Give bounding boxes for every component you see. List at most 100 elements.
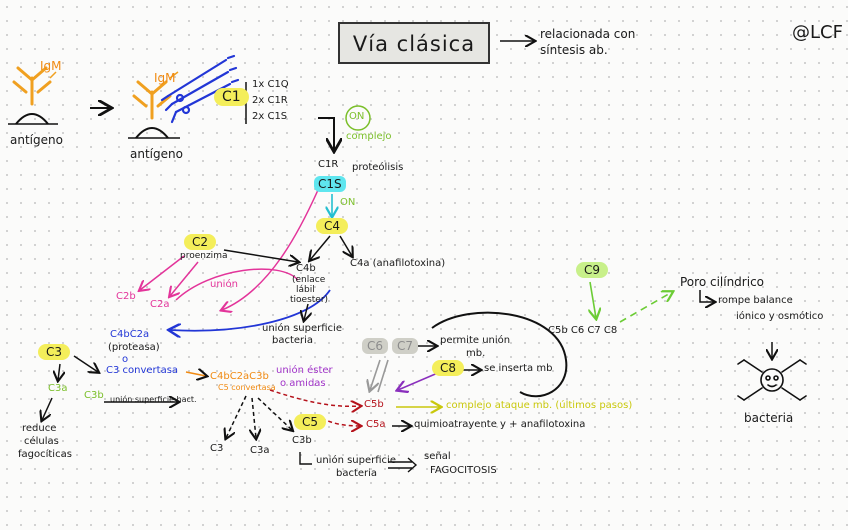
c8-label: C8 bbox=[432, 360, 465, 376]
union-ester-2: o amidas bbox=[280, 378, 326, 389]
arrow-c5-to-lower-c3a bbox=[252, 397, 256, 438]
author-tag: @LCF bbox=[792, 22, 843, 43]
arrow-c5-to-c5a bbox=[321, 417, 360, 426]
arrow-c6c7-to-c5b bbox=[370, 359, 381, 390]
title-box: Vía clásica bbox=[338, 22, 490, 64]
mac-label: C5b C6 C7 C8 bbox=[548, 325, 618, 336]
c4b-note-1: (enlace bbox=[292, 275, 326, 285]
arrow-c1s-to-c2 bbox=[222, 189, 319, 310]
c4a-label: C4a (anafilotoxina) bbox=[350, 258, 446, 269]
complejo-ataque-label: complejo ataque mb. (últimos pasos) bbox=[446, 400, 633, 411]
rompe-1: rompe balance bbox=[718, 295, 793, 306]
title-note-1: relacionada con bbox=[540, 27, 636, 41]
arrow-c2-to-c4b bbox=[223, 249, 298, 262]
arrow-c5-to-c5b bbox=[269, 389, 360, 406]
c3-convertasa-label: C3 convertasa bbox=[106, 365, 179, 376]
c4bc2a-label: C4bC2a bbox=[110, 329, 150, 340]
lower-c3a-label: C3a bbox=[250, 445, 270, 456]
arrow-c4-to-c4a bbox=[339, 235, 352, 256]
c5-label: C5 bbox=[294, 414, 327, 430]
union-ester-1: unión éster bbox=[276, 365, 333, 376]
union-label: unión bbox=[210, 279, 238, 290]
lower-c3b-label: C3b bbox=[292, 435, 312, 446]
igm-label-mid: IgM bbox=[154, 71, 176, 85]
antigen-label-left: antígeno bbox=[10, 133, 63, 147]
c4b-union-2: bacteria bbox=[272, 335, 314, 346]
arrow-igm-left bbox=[49, 71, 57, 79]
c4b-note-2: lábil bbox=[296, 285, 315, 295]
arrow-c5-to-lower-c3 bbox=[226, 395, 247, 438]
c3a-effect-3: fagocíticas bbox=[18, 449, 72, 460]
c5a-effect-label: quimioatrayente y + anafilotoxina bbox=[414, 419, 586, 430]
c3b-label: C3b bbox=[84, 390, 104, 401]
arrow-to-senal bbox=[388, 461, 412, 469]
antigen-label-mid: antígeno bbox=[130, 147, 183, 161]
arrow-union bbox=[175, 268, 299, 301]
c1-component-c1q: 1x C1Q bbox=[252, 79, 289, 90]
c8-effect-label: se inserta mb bbox=[484, 363, 553, 374]
arrow-mac-to-poro bbox=[619, 292, 672, 323]
lower-c3-label: C3 bbox=[210, 443, 224, 454]
c4bc2ac3b-label: C4bC2aC3b bbox=[210, 371, 269, 382]
arrow-c2-to-c2a bbox=[170, 261, 199, 296]
c4-label: C4 bbox=[316, 218, 349, 234]
fagocitosis-label: FAGOCITOSIS bbox=[430, 465, 497, 476]
lower-union-2: bacteria bbox=[336, 468, 378, 479]
arrow-c1-to-c1r bbox=[318, 117, 334, 150]
c2-label: C2 bbox=[184, 234, 217, 250]
c5-convertasa-label: C5 convertasa bbox=[218, 383, 276, 392]
arrow-c8-to-c5b bbox=[398, 371, 441, 390]
c2-proenzyme-label: proenzima bbox=[180, 251, 228, 261]
arrow-convertasa bbox=[185, 372, 206, 376]
c3a-effect-1: reduce bbox=[22, 423, 57, 434]
proteolysis-label: proteólisis bbox=[352, 162, 404, 173]
c2a-label: C2a bbox=[150, 299, 170, 310]
arrow-c9-to-mac bbox=[590, 281, 596, 318]
antigen-icon-mid bbox=[135, 127, 169, 139]
antibody-icon-left bbox=[12, 66, 52, 106]
arrow-c3-to-c3a bbox=[58, 363, 60, 380]
c1-component-c1s: 2x C1S bbox=[252, 111, 288, 122]
c1-label: C1 bbox=[214, 88, 249, 106]
permite-union-2: mb. bbox=[466, 348, 486, 359]
permite-union-1: permite unión bbox=[440, 335, 511, 346]
igm-label-left: IgM bbox=[40, 59, 62, 73]
arrow-c4-to-c4b bbox=[310, 235, 331, 260]
bacteria-icon bbox=[737, 359, 807, 401]
proteasa-label: (proteasa) bbox=[108, 342, 160, 353]
c3b-union-label: unión superficie bact. bbox=[110, 395, 197, 404]
antigen-icon-left bbox=[15, 113, 49, 125]
arrow-c4b-to-c4bc2a bbox=[170, 289, 331, 331]
c4b-union-1: unión superficie bbox=[262, 323, 342, 334]
c4b-note-3: tioester) bbox=[290, 295, 329, 305]
c4b-label: C4b bbox=[296, 263, 316, 274]
c9-label: C9 bbox=[576, 262, 609, 278]
c3-label: C3 bbox=[38, 344, 71, 360]
lower-union-1: unión superficie bbox=[316, 455, 396, 466]
on-sub-label: complejo bbox=[346, 131, 392, 142]
on-label: ON bbox=[349, 111, 365, 122]
c1-component-c1r: 2x C1R bbox=[252, 95, 288, 106]
senal-label: señal bbox=[424, 451, 451, 462]
c6-label: C6 bbox=[362, 338, 389, 354]
curve-to-mac bbox=[431, 311, 568, 398]
c7-label: C7 bbox=[392, 338, 419, 354]
arrow-c5-to-lower-c3b bbox=[257, 397, 292, 430]
on-arrow-label: ON bbox=[340, 197, 356, 208]
c3a-effect-2: células bbox=[24, 436, 59, 447]
c3a-label: C3a bbox=[48, 383, 68, 394]
page-title: Vía clásica bbox=[352, 32, 476, 56]
c1s-label: C1S bbox=[314, 176, 346, 192]
c5a-label: C5a bbox=[366, 419, 386, 430]
c5b-label: C5b bbox=[364, 399, 384, 410]
arrow-c2-to-c2b bbox=[140, 255, 185, 290]
hook-lower-c3b bbox=[299, 452, 312, 465]
c1r-label: C1R bbox=[318, 159, 339, 170]
antibody-icon-mid bbox=[132, 80, 172, 120]
rompe-2: iónico y osmótico bbox=[736, 311, 824, 322]
o-label: o bbox=[122, 354, 129, 365]
poro-label: Poro cilíndrico bbox=[680, 275, 765, 289]
c1-complex-icon bbox=[160, 54, 240, 124]
on-circle bbox=[345, 105, 371, 131]
